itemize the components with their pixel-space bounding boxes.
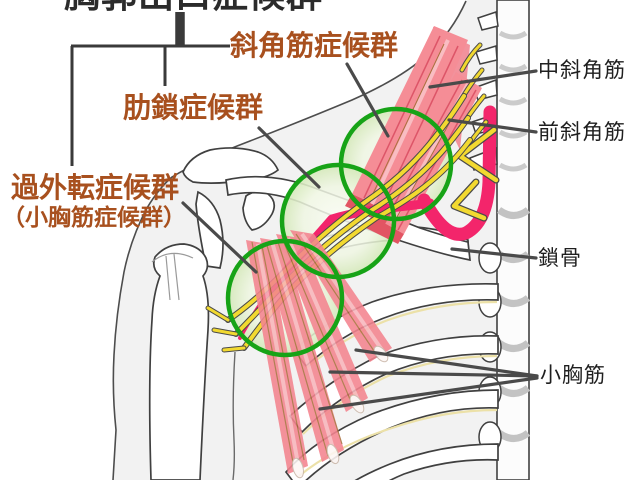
pointer-clavicle	[450, 247, 538, 260]
highlight-circles	[225, 106, 454, 358]
pointer-anterior-scalene	[447, 118, 538, 134]
humerus	[148, 243, 210, 480]
pointer-middle-scalene	[428, 69, 538, 89]
syndrome-label-scalene: 斜角筋症候群	[230, 30, 399, 61]
syndrome-label-hyperabduction: 過外転症候群	[11, 172, 180, 203]
anatomy-label-pectoralis-minor: 小胸筋	[540, 364, 606, 387]
anatomy-label-anterior-scalene: 前斜角筋	[538, 121, 626, 144]
pointer-lines	[181, 62, 539, 411]
syndrome-label-hyperabduction-alt: （小胸筋症候群）	[2, 204, 186, 230]
scapula-acromion	[182, 147, 280, 184]
pointer-pectoralis-2	[328, 370, 539, 378]
pointer-scalene-syndrome	[345, 62, 390, 138]
syndrome-label-costoclavicular: 肋鎖症候群	[123, 92, 264, 123]
pointer-pectoralis-1	[354, 348, 539, 378]
figure-title: 胸郭出口症候群	[64, 0, 323, 13]
bone-detail-lines	[151, 252, 194, 301]
anatomy-label-middle-scalene: 中斜角筋	[538, 59, 626, 82]
highlight-circle-pectoralis	[225, 238, 345, 358]
pointer-costoclavicular-syndrome	[257, 126, 321, 189]
pointer-hyperabduction-syndrome	[181, 201, 258, 274]
classification-tree	[70, 12, 230, 166]
pointer-pectoralis-3	[318, 376, 539, 411]
anatomy-label-clavicle: 鎖骨	[538, 247, 582, 270]
